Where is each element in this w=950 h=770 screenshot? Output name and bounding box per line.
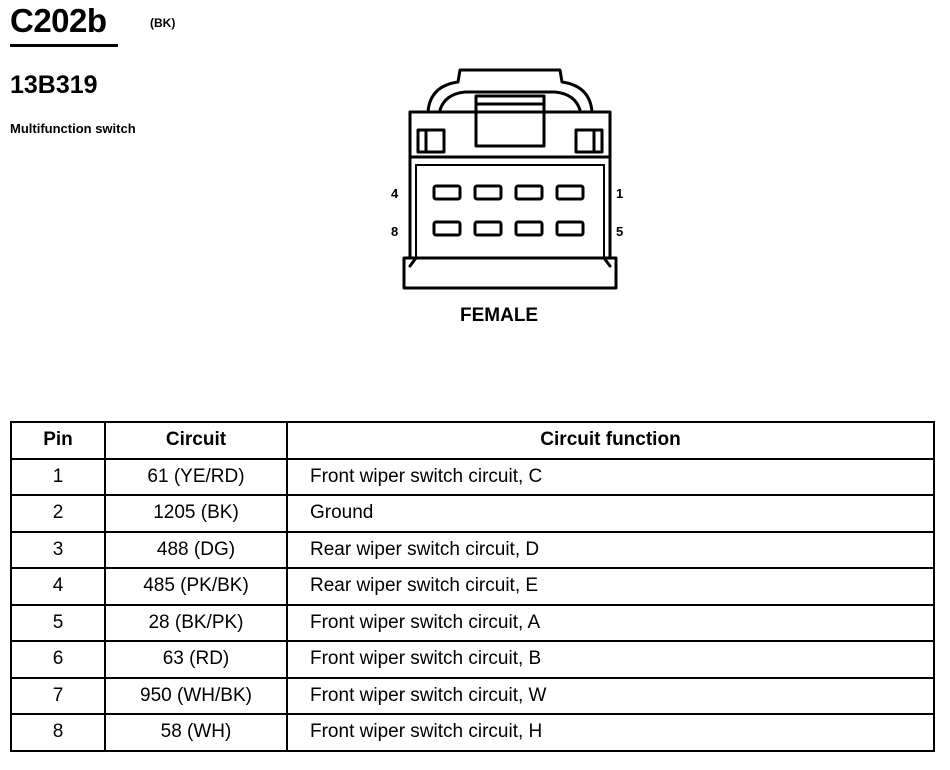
circuit-cell: 950 (WH/BK) — [104, 676, 288, 715]
circuit-cell: 58 (WH) — [104, 713, 288, 752]
right-lock-window — [574, 128, 604, 154]
circuit-cell: 63 (RD) — [104, 640, 288, 679]
header-pin: Pin — [10, 421, 106, 460]
pin-cell: 2 — [10, 494, 106, 533]
circuit-cell: 28 (BK/PK) — [104, 603, 288, 642]
connector-id: C202b — [10, 2, 107, 39]
function-cell: Front wiper switch circuit, W — [286, 676, 935, 715]
function-cell: Front wiper switch circuit, B — [286, 640, 935, 679]
circuit-cell: 61 (YE/RD) — [104, 457, 288, 496]
cavity-label-bottom-left: 8 — [391, 224, 398, 239]
connector-face-diagram: 4 1 8 5 — [391, 68, 623, 290]
part-description: Multifunction switch — [10, 121, 136, 136]
pin-cell: 5 — [10, 603, 106, 642]
function-cell: Front wiper switch circuit, C — [286, 457, 935, 496]
pin-cavity-7 — [473, 220, 503, 237]
cavity-label-top-left: 4 — [391, 186, 399, 201]
function-cell: Front wiper switch circuit, H — [286, 713, 935, 752]
table-row: 1 61 (YE/RD) Front wiper switch circuit,… — [10, 457, 935, 496]
connector-id-underline — [10, 44, 118, 47]
cavity-label-bottom-right: 5 — [616, 224, 623, 239]
table-header-row: Pin Circuit Circuit function — [10, 421, 935, 460]
pin-cell: 3 — [10, 530, 106, 569]
pin-cavity-1 — [555, 184, 585, 201]
connector-latch-block — [474, 94, 546, 148]
pin-cell: 1 — [10, 457, 106, 496]
pin-cavity-3 — [473, 184, 503, 201]
left-lock-window — [416, 128, 446, 154]
table-row: 3 488 (DG) Rear wiper switch circuit, D — [10, 530, 935, 569]
connector-gender-label: FEMALE — [460, 305, 539, 326]
part-number: 13B319 — [10, 71, 98, 99]
pin-cavity-8 — [432, 220, 462, 237]
cavity-label-top-right: 1 — [616, 186, 623, 201]
function-cell: Rear wiper switch circuit, E — [286, 567, 935, 606]
connector-color-code: (BK) — [150, 16, 176, 30]
table-row: 5 28 (BK/PK) Front wiper switch circuit,… — [10, 603, 935, 642]
pinout-table: Pin Circuit Circuit function 1 61 (YE/RD… — [10, 421, 935, 752]
function-cell: Rear wiper switch circuit, D — [286, 530, 935, 569]
pin-cell: 4 — [10, 567, 106, 606]
pin-cell: 8 — [10, 713, 106, 752]
table-row: 7 950 (WH/BK) Front wiper switch circuit… — [10, 676, 935, 715]
table-row: 4 485 (PK/BK) Rear wiper switch circuit,… — [10, 567, 935, 606]
circuit-cell: 485 (PK/BK) — [104, 567, 288, 606]
pin-cavity-4 — [432, 184, 462, 201]
connector-bottom-key — [402, 256, 618, 290]
table-row: 2 1205 (BK) Ground — [10, 494, 935, 533]
pin-cell: 6 — [10, 640, 106, 679]
circuit-cell: 1205 (BK) — [104, 494, 288, 533]
connector-top-latch — [426, 68, 594, 114]
connector-main-body — [408, 155, 612, 260]
pin-cavity-5 — [555, 220, 585, 237]
function-cell: Front wiper switch circuit, A — [286, 603, 935, 642]
connector-upper-housing — [408, 110, 612, 159]
header-circuit: Circuit — [104, 421, 288, 460]
pin-cavity-6 — [514, 220, 544, 237]
function-cell: Ground — [286, 494, 935, 533]
pin-cell: 7 — [10, 676, 106, 715]
circuit-cell: 488 (DG) — [104, 530, 288, 569]
pin-cavity-2 — [514, 184, 544, 201]
table-row: 6 63 (RD) Front wiper switch circuit, B — [10, 640, 935, 679]
table-row: 8 58 (WH) Front wiper switch circuit, H — [10, 713, 935, 752]
header-circuit-function: Circuit function — [286, 421, 935, 460]
